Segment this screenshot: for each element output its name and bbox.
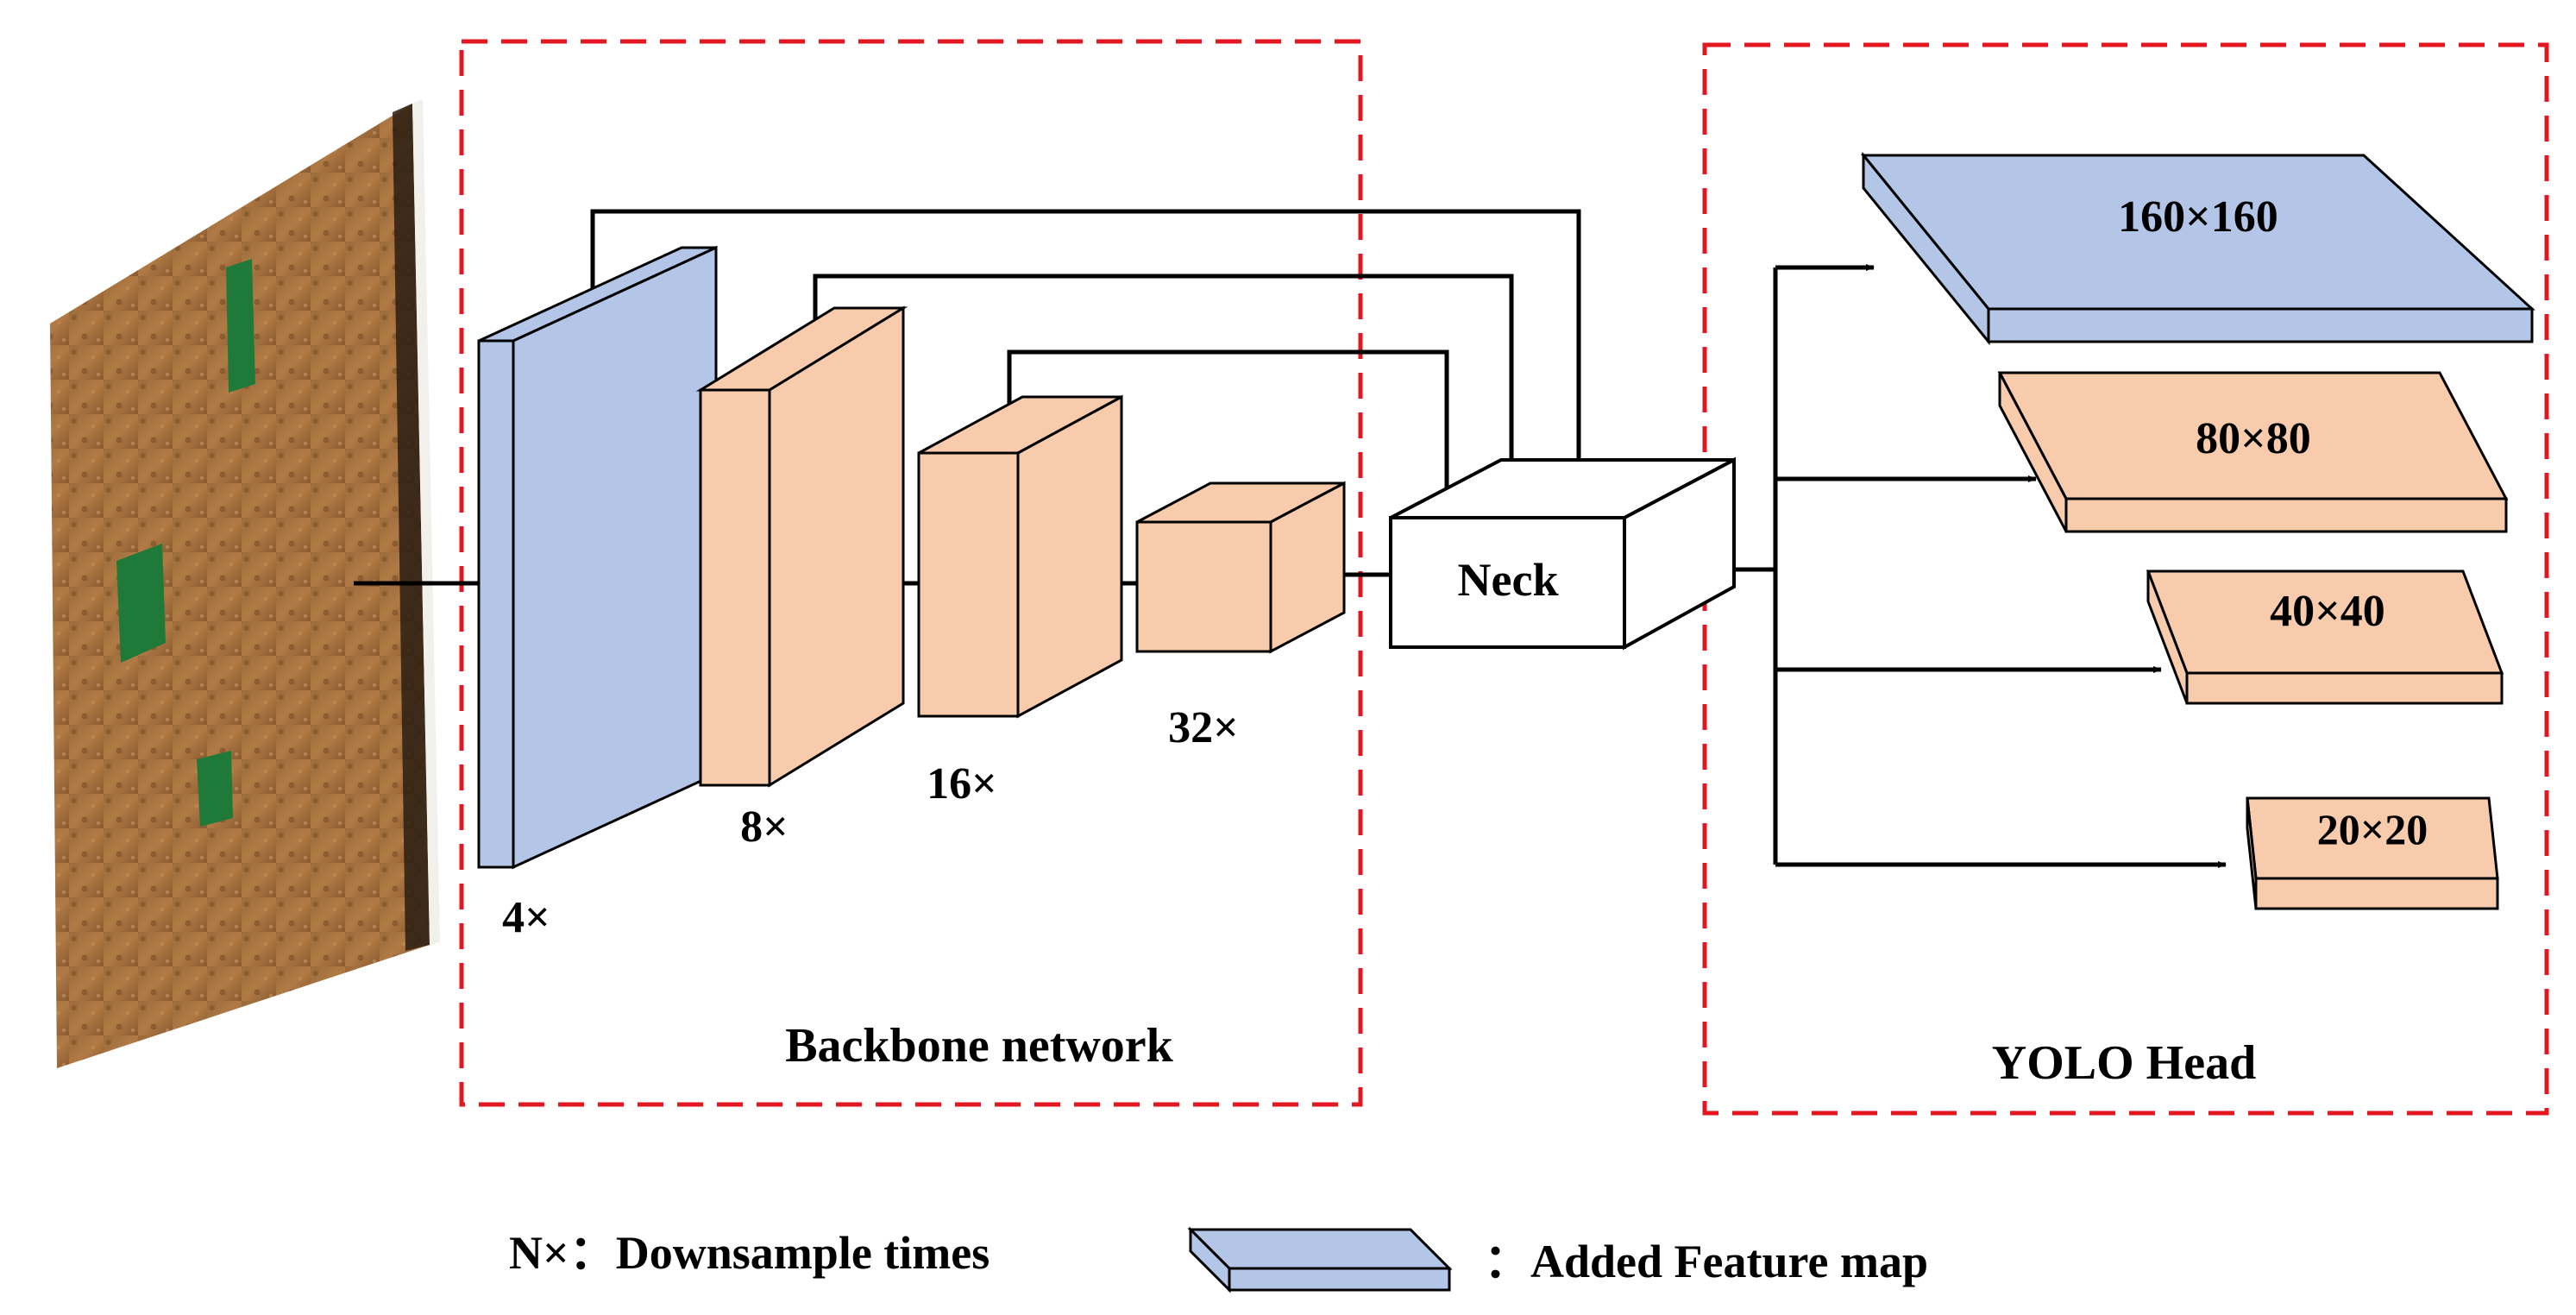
field-photo-icon — [50, 104, 430, 1068]
legend-added-text: ：Added Feature map — [1484, 1236, 1928, 1287]
legend-downsample-text: N×：Downsample times — [509, 1227, 990, 1279]
skip-connections — [590, 209, 1581, 488]
neck-block: Neck — [1389, 456, 1736, 651]
backbone-title: Backbone network — [785, 1019, 1173, 1073]
backbone-block-8x — [695, 305, 908, 788]
head-slabs: 160×160 80×80 40×40 20×20 — [1860, 151, 2535, 910]
input-image — [50, 99, 440, 1068]
head-slab-label: 40×40 — [2270, 587, 2385, 636]
slab-front-face — [1987, 307, 2534, 343]
backbone-blocks — [477, 245, 1346, 870]
legend-added-swatch — [1187, 1226, 1453, 1293]
slab-front-face — [2254, 877, 2499, 910]
backbone-block-16x — [917, 394, 1123, 719]
object-marker — [116, 544, 166, 663]
head-slab-label: 20×20 — [2317, 805, 2428, 853]
head-slab-label: 80×80 — [2196, 414, 2311, 463]
skip-connection-4x — [590, 209, 1581, 460]
skip-connection-16x — [1007, 349, 1449, 488]
stage-label-16x: 16× — [927, 759, 997, 809]
head-slab-160x160: 160×160 — [1860, 151, 2535, 346]
block-front-face — [1135, 520, 1272, 653]
head-slab-20x20: 20×20 — [2246, 796, 2499, 910]
head-arrows — [1775, 264, 2227, 868]
head-title: YOLO Head — [1992, 1036, 2256, 1090]
head-region — [1702, 42, 2549, 1116]
backbone-block-4x — [477, 245, 718, 870]
skip-connection-8x — [813, 274, 1514, 460]
block-side-face — [768, 305, 905, 788]
head-slab-label: 160×160 — [2118, 192, 2278, 242]
stage-labels: 4× 8× 16× 32× — [502, 703, 1239, 942]
slab-front-face — [2064, 497, 2508, 533]
block-side-face — [1016, 394, 1123, 719]
stage-label-8x: 8× — [740, 802, 789, 852]
stage-label-4x: 4× — [502, 893, 550, 942]
backbone-block-32x — [1135, 481, 1346, 654]
object-marker — [197, 751, 233, 827]
stage-label-32x: 32× — [1168, 703, 1239, 752]
neck-label: Neck — [1458, 554, 1559, 606]
legend: N×：Downsample times ：Added Feature map — [509, 1226, 1928, 1293]
block-front-face — [917, 451, 1020, 718]
block-front-face — [477, 339, 515, 869]
block-side-face — [512, 245, 718, 870]
head-slab-80x80: 80×80 — [1997, 371, 2509, 533]
block-front-face — [699, 388, 771, 787]
head-slab-40x40: 40×40 — [2146, 569, 2504, 705]
slab-front-face — [2185, 671, 2504, 705]
object-marker — [226, 259, 255, 393]
